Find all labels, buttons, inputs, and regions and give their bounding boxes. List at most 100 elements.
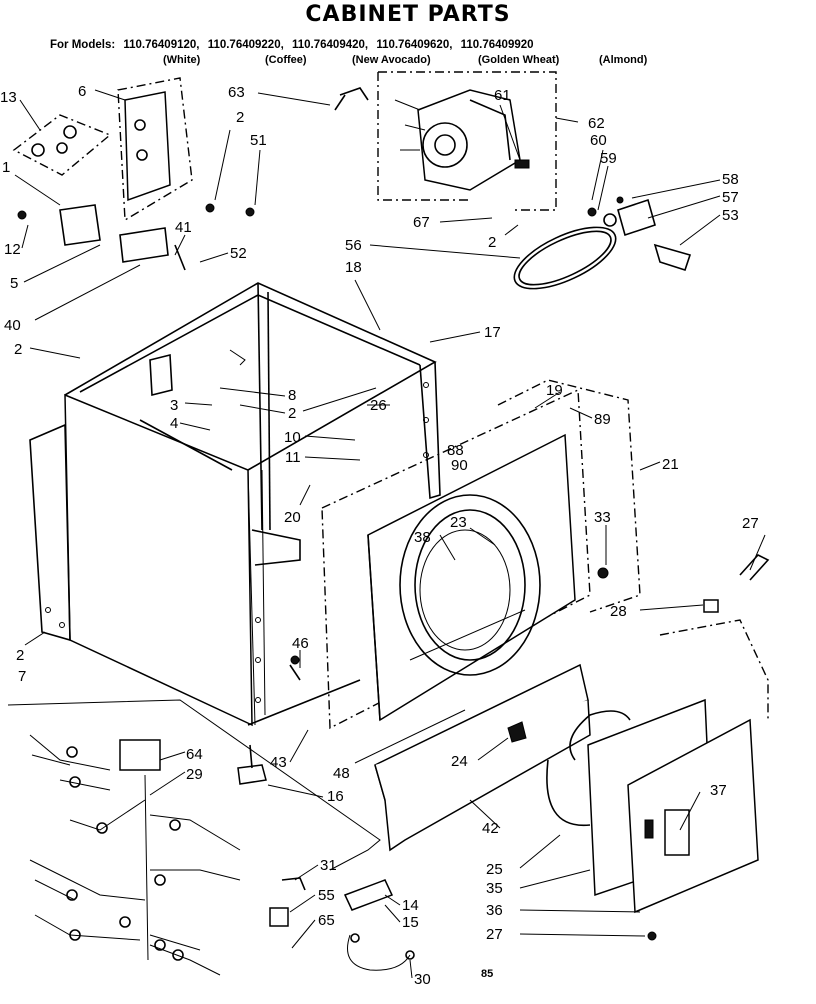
diagram-title: CABINET PARTS: [305, 2, 511, 27]
callout-41: 41: [175, 219, 192, 236]
misc-small-parts: [269, 567, 609, 971]
callout-27: 27: [742, 515, 759, 532]
drive-belt-inner: [518, 230, 612, 286]
motor-assembly: [334, 71, 557, 211]
callout-46: 46: [292, 635, 309, 652]
outer-door: [627, 718, 759, 914]
door-seal-lower: [546, 759, 591, 827]
cabinet-body: [29, 282, 441, 727]
callout-10: 10: [284, 429, 301, 446]
callout-2: 2: [16, 647, 24, 664]
callout-24: 24: [451, 753, 468, 770]
callout-67: 67: [413, 214, 430, 231]
callout-57: 57: [722, 189, 739, 206]
callout-15: 15: [402, 914, 419, 931]
callout-30: 30: [414, 971, 431, 988]
callout-89: 89: [594, 411, 611, 428]
callout-90: 90: [451, 457, 468, 474]
footer-code: 85: [481, 968, 494, 980]
callout-5: 5: [10, 275, 18, 292]
callout-19: 19: [546, 382, 563, 399]
callout-63: 63: [228, 84, 245, 101]
callout-8: 8: [288, 387, 296, 404]
finish-label: (White): [163, 54, 201, 66]
callout-88: 88: [447, 442, 464, 459]
model-number: 110.76409220,: [207, 39, 284, 51]
finish-label: (Coffee): [265, 54, 307, 66]
callout-59: 59: [600, 150, 617, 167]
model-number: 110.76409920: [460, 39, 534, 51]
callout-14: 14: [402, 897, 419, 914]
rear-outline: [497, 379, 641, 613]
callout-65: 65: [318, 912, 335, 929]
callout-52: 52: [230, 245, 247, 262]
door-handle: [664, 809, 690, 856]
idler-assembly: [587, 196, 692, 272]
callout-33: 33: [594, 509, 611, 526]
door-outline: [659, 619, 769, 720]
callout-17: 17: [484, 324, 501, 341]
drive-belt: [513, 226, 617, 290]
door-screw: [647, 931, 657, 941]
callout-60: 60: [590, 132, 607, 149]
finish-label: (New Avocado): [352, 54, 431, 66]
callout-3: 3: [170, 397, 178, 414]
model-number: 110.76409620,: [376, 39, 453, 51]
callout-48: 48: [333, 765, 350, 782]
model-number: 110.76409120,: [123, 39, 200, 51]
callout-11: 11: [285, 449, 301, 466]
callout-62: 62: [588, 115, 605, 132]
callout-labels: 13 6 63 2 51 61 62 60 59 58 57 53 1 12 4…: [0, 83, 759, 988]
callout-26: 26: [370, 397, 387, 414]
finish-label: (Almond): [599, 54, 648, 66]
callout-2: 2: [488, 234, 496, 251]
hinge-bracket: [703, 599, 719, 613]
callout-27: 27: [486, 926, 503, 943]
toe-panel-lower: [374, 699, 591, 852]
hinge-spring: [739, 554, 770, 581]
callout-18: 18: [345, 259, 362, 276]
leader-lines: [14, 89, 766, 979]
callout-35: 35: [486, 880, 503, 897]
upper-left-parts: [12, 77, 255, 271]
callout-2: 2: [288, 405, 296, 422]
callout-20: 20: [284, 509, 301, 526]
callout-43: 43: [270, 754, 287, 771]
callout-61: 61: [494, 87, 511, 104]
callout-58: 58: [722, 171, 739, 188]
models-prefix: For Models:: [50, 39, 116, 51]
callout-2: 2: [14, 341, 22, 358]
callout-31: 31: [320, 857, 337, 874]
callout-16: 16: [327, 788, 344, 805]
callout-6: 6: [78, 83, 86, 100]
callout-28: 28: [610, 603, 627, 620]
callout-29: 29: [186, 766, 203, 783]
callout-55: 55: [318, 887, 335, 904]
callout-53: 53: [722, 207, 739, 224]
model-numbers: For Models: 110.76409120, 110.76409220, …: [50, 39, 539, 51]
toe-panel-clip: [507, 721, 527, 743]
leveling-leg: [237, 744, 267, 785]
callout-4: 4: [170, 415, 178, 432]
callout-37: 37: [710, 782, 727, 799]
callout-51: 51: [250, 132, 267, 149]
callout-23: 23: [450, 514, 467, 531]
callout-40: 40: [4, 317, 21, 334]
callout-21: 21: [662, 456, 679, 473]
wiring-harness: [7, 699, 381, 976]
callout-25: 25: [486, 861, 503, 878]
callout-1: 1: [2, 159, 10, 176]
model-number: 110.76409420,: [292, 39, 369, 51]
callout-7: 7: [18, 668, 26, 685]
callout-42: 42: [482, 820, 499, 837]
callout-2: 2: [236, 109, 244, 126]
callout-38: 38: [414, 529, 431, 546]
door-seal: [569, 710, 631, 761]
callout-13: 13: [0, 89, 17, 106]
callout-36: 36: [486, 902, 503, 919]
front-panel: [321, 388, 591, 730]
callout-12: 12: [4, 241, 21, 258]
callout-64: 64: [186, 746, 203, 763]
finish-label: (Golden Wheat): [478, 54, 560, 66]
